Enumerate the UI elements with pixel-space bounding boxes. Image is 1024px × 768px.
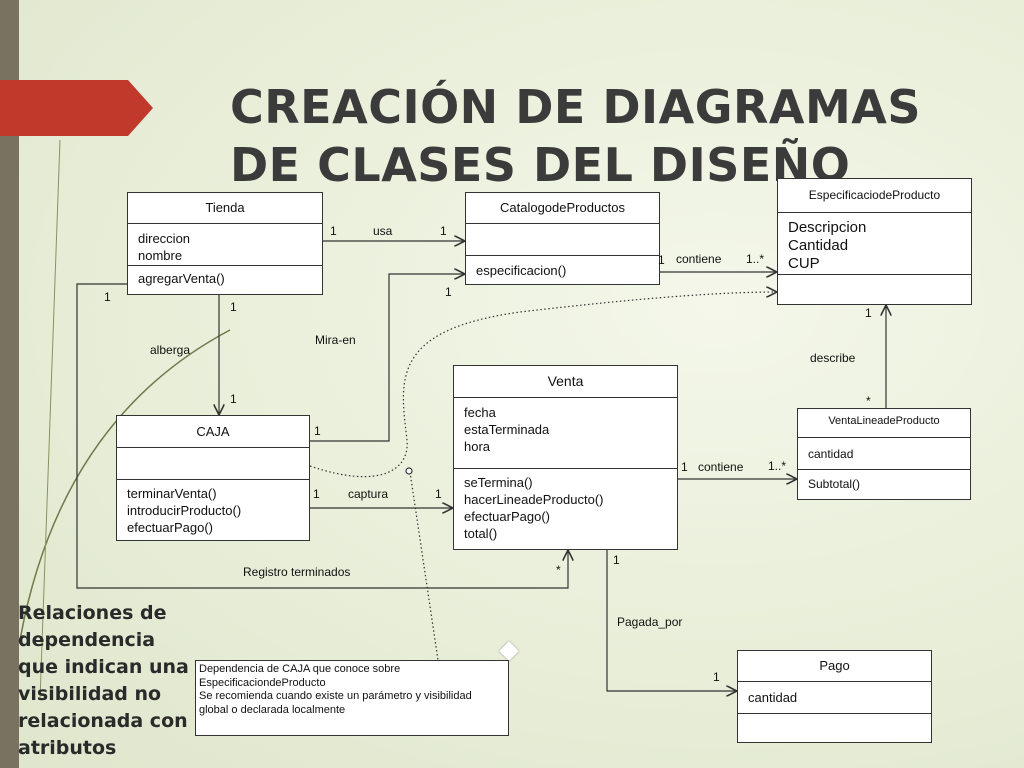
attr-hora: hora bbox=[464, 439, 491, 454]
mult-contiene-venta: 1 bbox=[681, 460, 688, 474]
class-especificacion-name: EspecificaciodeProducto bbox=[808, 188, 941, 202]
mult-registro-tienda: 1 bbox=[104, 290, 111, 304]
dependency-dotted-line bbox=[309, 292, 777, 478]
op-efectuar-pago: efectuarPago() bbox=[127, 520, 213, 535]
class-catalogo-attributes bbox=[466, 223, 659, 255]
attr-cup: CUP bbox=[788, 255, 820, 272]
class-catalogo-operations: especificacion() bbox=[466, 255, 659, 285]
op-total: total() bbox=[464, 526, 498, 541]
label-pagada-por: Pagada_por bbox=[617, 615, 683, 629]
class-tienda-name: Tienda bbox=[205, 200, 245, 215]
decor-lines bbox=[19, 139, 231, 701]
uml-note-line-4: global o declarada localmente bbox=[199, 703, 346, 716]
class-tienda-attributes: direccion nombre bbox=[128, 223, 322, 265]
class-venta-name: Venta bbox=[547, 373, 584, 389]
class-especificacion-operations bbox=[778, 274, 971, 305]
label-mira-en: Mira-en bbox=[315, 333, 356, 347]
mult-describe-linea: * bbox=[866, 394, 871, 408]
class-venta-linea-name: VentaLineadeProducto bbox=[828, 415, 940, 427]
op-se-termina: seTermina() bbox=[464, 475, 533, 490]
note-anchor-line bbox=[409, 471, 439, 661]
op-subtotal: Subtotal() bbox=[808, 477, 861, 491]
class-venta-linea-operations: Subtotal() bbox=[798, 469, 970, 500]
mult-contiene-spec: 1..* bbox=[746, 252, 765, 266]
uml-note-line-3: Se recomienda cuando existe un parámetro… bbox=[199, 690, 472, 702]
class-venta-attributes: fecha estaTerminada hora bbox=[454, 397, 677, 468]
assoc-pagada-por-line bbox=[606, 550, 737, 691]
class-pago-operations bbox=[738, 713, 931, 743]
class-catalogo[interactable]: CatalogodeProductos especificacion() bbox=[465, 192, 660, 285]
mult-contiene-linea: 1..* bbox=[768, 459, 787, 473]
class-tienda-operations: agregarVenta() bbox=[128, 265, 322, 295]
attr-esta-terminada: estaTerminada bbox=[464, 422, 550, 437]
label-describe: describe bbox=[810, 351, 856, 365]
op-venta-efectuar-pago: efectuarPago() bbox=[464, 509, 550, 524]
note-anchor-dot bbox=[405, 467, 413, 475]
class-venta-linea[interactable]: VentaLineadeProducto cantidad Subtotal() bbox=[797, 408, 971, 500]
label-contiene-linea: contiene bbox=[698, 460, 744, 474]
op-introducir-producto: introducirProducto() bbox=[127, 503, 242, 518]
mult-describe-spec: 1 bbox=[865, 306, 872, 320]
attr-linea-cantidad: cantidad bbox=[808, 447, 854, 461]
left-decor-bar bbox=[0, 0, 19, 768]
mult-contiene-catalogo: 1 bbox=[658, 253, 665, 267]
attr-direccion: direccion bbox=[138, 231, 191, 246]
mult-usa-catalogo: 1 bbox=[440, 224, 447, 238]
attr-cantidad: Cantidad bbox=[788, 237, 849, 254]
attr-nombre: nombre bbox=[138, 248, 183, 263]
class-pago-attributes: cantidad bbox=[738, 681, 931, 713]
slide-title-line-1: CREACIÓN DE DIAGRAMAS bbox=[230, 80, 921, 134]
class-caja-name: CAJA bbox=[196, 424, 230, 439]
mult-alberga-caja: 1 bbox=[230, 392, 237, 406]
accent-arrow-tab bbox=[0, 80, 153, 136]
mult-alberga-tienda: 1 bbox=[230, 300, 237, 314]
mult-pagada-venta: 1 bbox=[613, 553, 620, 567]
op-hacer-linea-producto: hacerLineadeProducto() bbox=[464, 492, 604, 507]
class-pago-name: Pago bbox=[819, 658, 850, 673]
attr-pago-cantidad: cantidad bbox=[748, 690, 798, 705]
class-pago[interactable]: Pago cantidad bbox=[737, 650, 932, 743]
label-usa: usa bbox=[373, 224, 393, 238]
assoc-mira-en-line bbox=[310, 274, 465, 442]
uml-note-line-1: Dependencia de CAJA que conoce sobre bbox=[199, 663, 401, 675]
mult-captura-caja: 1 bbox=[313, 487, 320, 501]
class-especificacion[interactable]: EspecificaciodeProducto Descripcion Cant… bbox=[777, 178, 972, 305]
class-catalogo-name: CatalogodeProductos bbox=[499, 200, 626, 215]
slide-title: CREACIÓN DE DIAGRAMAS DE CLASES DEL DISE… bbox=[230, 78, 930, 194]
mult-mira-en-catalogo: 1 bbox=[445, 285, 452, 299]
class-tienda[interactable]: Tienda direccion nombre agregarVenta() bbox=[127, 192, 323, 295]
class-caja-operations: terminarVenta() introducirProducto() efe… bbox=[117, 479, 309, 541]
class-venta-operations: seTermina() hacerLineadeProducto() efect… bbox=[454, 468, 677, 550]
assoc-registro-line bbox=[76, 283, 568, 589]
attr-descripcion: Descripcion bbox=[788, 219, 867, 236]
label-registro-terminados: Registro terminados bbox=[243, 565, 351, 579]
mult-usa-tienda: 1 bbox=[330, 224, 337, 238]
class-caja-attributes bbox=[117, 447, 309, 479]
class-especificacion-attributes: Descripcion Cantidad CUP bbox=[778, 212, 971, 274]
mult-registro-venta: * bbox=[556, 563, 561, 577]
op-agregar-venta: agregarVenta() bbox=[138, 271, 225, 286]
mult-mira-en-caja: 1 bbox=[314, 424, 321, 438]
side-note: Relaciones de dependencia que indican un… bbox=[18, 602, 189, 759]
mult-captura-venta: 1 bbox=[435, 487, 442, 501]
op-terminar-venta: terminarVenta() bbox=[127, 486, 217, 501]
attr-fecha: fecha bbox=[464, 405, 496, 420]
mult-pagada-pago: 1 bbox=[713, 670, 720, 684]
op-especificacion: especificacion() bbox=[476, 263, 567, 278]
label-captura: captura bbox=[348, 487, 389, 501]
label-alberga: alberga bbox=[150, 343, 191, 357]
class-caja[interactable]: CAJA terminarVenta() introducirProducto(… bbox=[116, 415, 310, 541]
class-venta-linea-attributes: cantidad bbox=[798, 437, 970, 469]
class-venta[interactable]: Venta fecha estaTerminada hora seTermina… bbox=[453, 365, 678, 550]
uml-note: Dependencia de CAJA que conoce sobre Esp… bbox=[195, 660, 509, 736]
label-contiene-spec: contiene bbox=[676, 252, 722, 266]
uml-note-line-2: EspecificaciondeProducto bbox=[199, 676, 326, 689]
slide-title-line-2: DE CLASES DEL DISEÑO bbox=[230, 138, 851, 192]
